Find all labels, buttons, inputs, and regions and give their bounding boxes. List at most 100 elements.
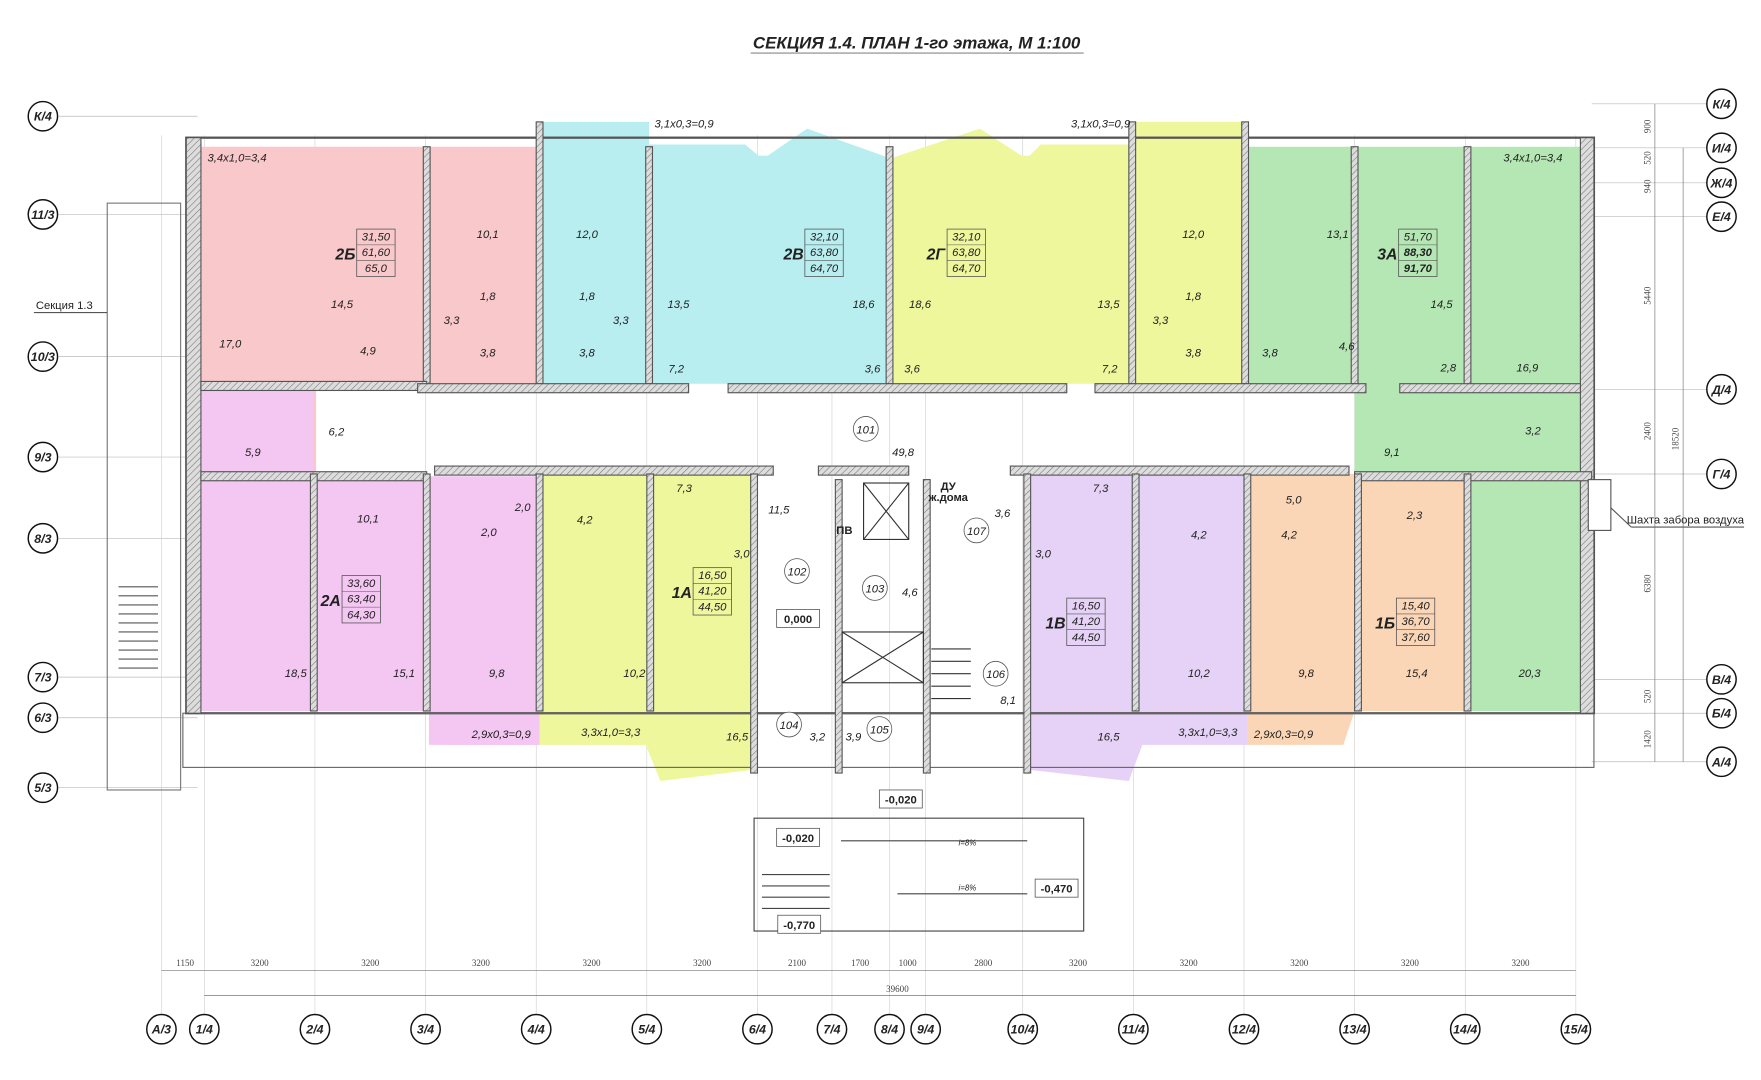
wall-segment [817, 465, 910, 476]
apartment-area [1245, 146, 1592, 711]
room-area-label: 2,8 [1439, 362, 1456, 374]
dimension-value: 3200 [1512, 958, 1531, 968]
apartment-area-value: 16,50 [698, 570, 727, 582]
apartment-area-value: 64,30 [347, 609, 376, 621]
dimension-value: 5440 [1642, 286, 1652, 305]
room-area-label: 9,8 [489, 668, 505, 680]
axis-label-right: А/4 [1711, 755, 1731, 769]
axis-bubble [1117, 1013, 1149, 1045]
axis-label-bottom: 5/4 [638, 1023, 655, 1037]
apartment-area-value: 91,70 [1404, 263, 1433, 275]
axis-label-bottom: 10/4 [1011, 1023, 1035, 1037]
room-area-label: 2,3 [1406, 510, 1423, 522]
dimension-value: 3200 [1290, 958, 1309, 968]
wall-segment [1009, 465, 1350, 476]
apartment-number: 2Г [926, 247, 947, 264]
wall-segment [1094, 383, 1367, 394]
apartment-area [428, 146, 540, 384]
room-area-label: 7,2 [1102, 363, 1118, 375]
dimension-value: 1000 [899, 958, 918, 968]
wall-segment [1023, 473, 1032, 774]
axis-bubble [1449, 1013, 1481, 1045]
axis-bubble [27, 702, 59, 734]
room-area-label: 12,0 [576, 229, 599, 241]
wall-segment [727, 383, 1068, 394]
room-area-label: 3,2 [1525, 425, 1541, 437]
apartment-area-box [356, 228, 396, 277]
axis-bubble [27, 441, 59, 473]
axis-label-bottom: 6/4 [749, 1023, 766, 1037]
axis-label-left: 5/3 [34, 781, 51, 795]
core-label-du-sub: ж.дома [928, 492, 969, 504]
dimension-value: 3200 [1401, 958, 1420, 968]
room-area-label: 4,9 [360, 345, 376, 357]
wall-segment [834, 479, 843, 774]
axis-bubble [1706, 88, 1737, 120]
wall-segment [185, 137, 202, 714]
apartment-number: 2Б [334, 247, 355, 264]
room-area-label: 15,1 [393, 668, 415, 680]
room-area-label: 9,1 [1384, 447, 1400, 459]
axis-label-bottom: 4/4 [527, 1023, 545, 1037]
neighbor-section-outline [106, 202, 182, 791]
axis-label-right: Е/4 [1712, 210, 1731, 224]
apartment-area-value: 44,50 [698, 602, 727, 614]
axis-bubble [1706, 663, 1737, 695]
apartment-area-value: 63,40 [347, 594, 376, 606]
axis-label-left: 8/3 [34, 532, 51, 546]
room-number-circle [982, 660, 1009, 687]
apartment-number: 2А [320, 593, 341, 610]
room-area-label: 13,5 [667, 299, 690, 311]
wall-segment [535, 121, 544, 385]
axis-bubble [742, 1013, 773, 1045]
axis-bubble [520, 1013, 552, 1045]
wall-segment [200, 380, 428, 392]
level-mark: -0,470 [1041, 884, 1073, 896]
dimension-value: 2100 [788, 958, 807, 968]
dimension-value: 3200 [1180, 958, 1199, 968]
apartment-area-box [692, 567, 732, 616]
wall-segment [645, 146, 654, 385]
wall-segment [1399, 383, 1581, 394]
room-number: 102 [788, 567, 808, 579]
room-area-label: 3,6 [995, 508, 1011, 520]
room-area-label: 7,3 [1093, 483, 1109, 495]
level-mark-box [777, 914, 822, 934]
wall-segment [1241, 121, 1250, 385]
apartment-area-value: 51,70 [1404, 231, 1433, 243]
apartment-area-value: 64,70 [952, 263, 981, 275]
room-area-label: 4,2 [577, 515, 593, 527]
section-reference: Секция 1.3 [36, 300, 93, 312]
room-area-label: 2,0 [514, 502, 531, 514]
apartment-area-value: 33,60 [347, 578, 376, 590]
room-area-label: 3,6 [865, 363, 881, 375]
drawing-title: СЕКЦИЯ 1.4. ПЛАН 1-го этажа, М 1:100 [753, 34, 1081, 53]
dimension-value: 3200 [361, 958, 380, 968]
room-area-label: 5,0 [1286, 494, 1302, 506]
elevator-shaft [863, 482, 910, 540]
room-area-label: 3,3x1,0=3,3 [581, 727, 641, 739]
room-area-label: 3,0 [1035, 548, 1051, 560]
wall-segment [1354, 473, 1362, 712]
room-area-label: 14,5 [331, 299, 354, 311]
wall-segment [1463, 473, 1472, 712]
walls [33, 121, 1745, 932]
level-mark-box [776, 827, 820, 847]
axis-label-left: 7/3 [34, 671, 51, 685]
room-number: 104 [780, 720, 799, 732]
room-number-circle [776, 711, 802, 738]
wall-segment [1131, 473, 1140, 712]
apartment-number: 1В [1045, 616, 1065, 633]
room-area-label: 3,6 [904, 363, 920, 375]
room-area-label: 49,8 [892, 447, 915, 459]
wall-segment [309, 473, 318, 712]
axis-bubble [146, 1013, 177, 1045]
apartment-area-value: 44,50 [1072, 632, 1101, 644]
room-number: 101 [856, 424, 875, 436]
axis-label-bottom: 9/4 [917, 1023, 934, 1037]
wall-segment [1463, 146, 1472, 390]
room-area-label: 7,3 [676, 483, 692, 495]
room-area-label: 7,2 [668, 363, 684, 375]
room-area-label: 10,1 [357, 514, 379, 526]
axis-label-right: К/4 [1712, 97, 1730, 111]
